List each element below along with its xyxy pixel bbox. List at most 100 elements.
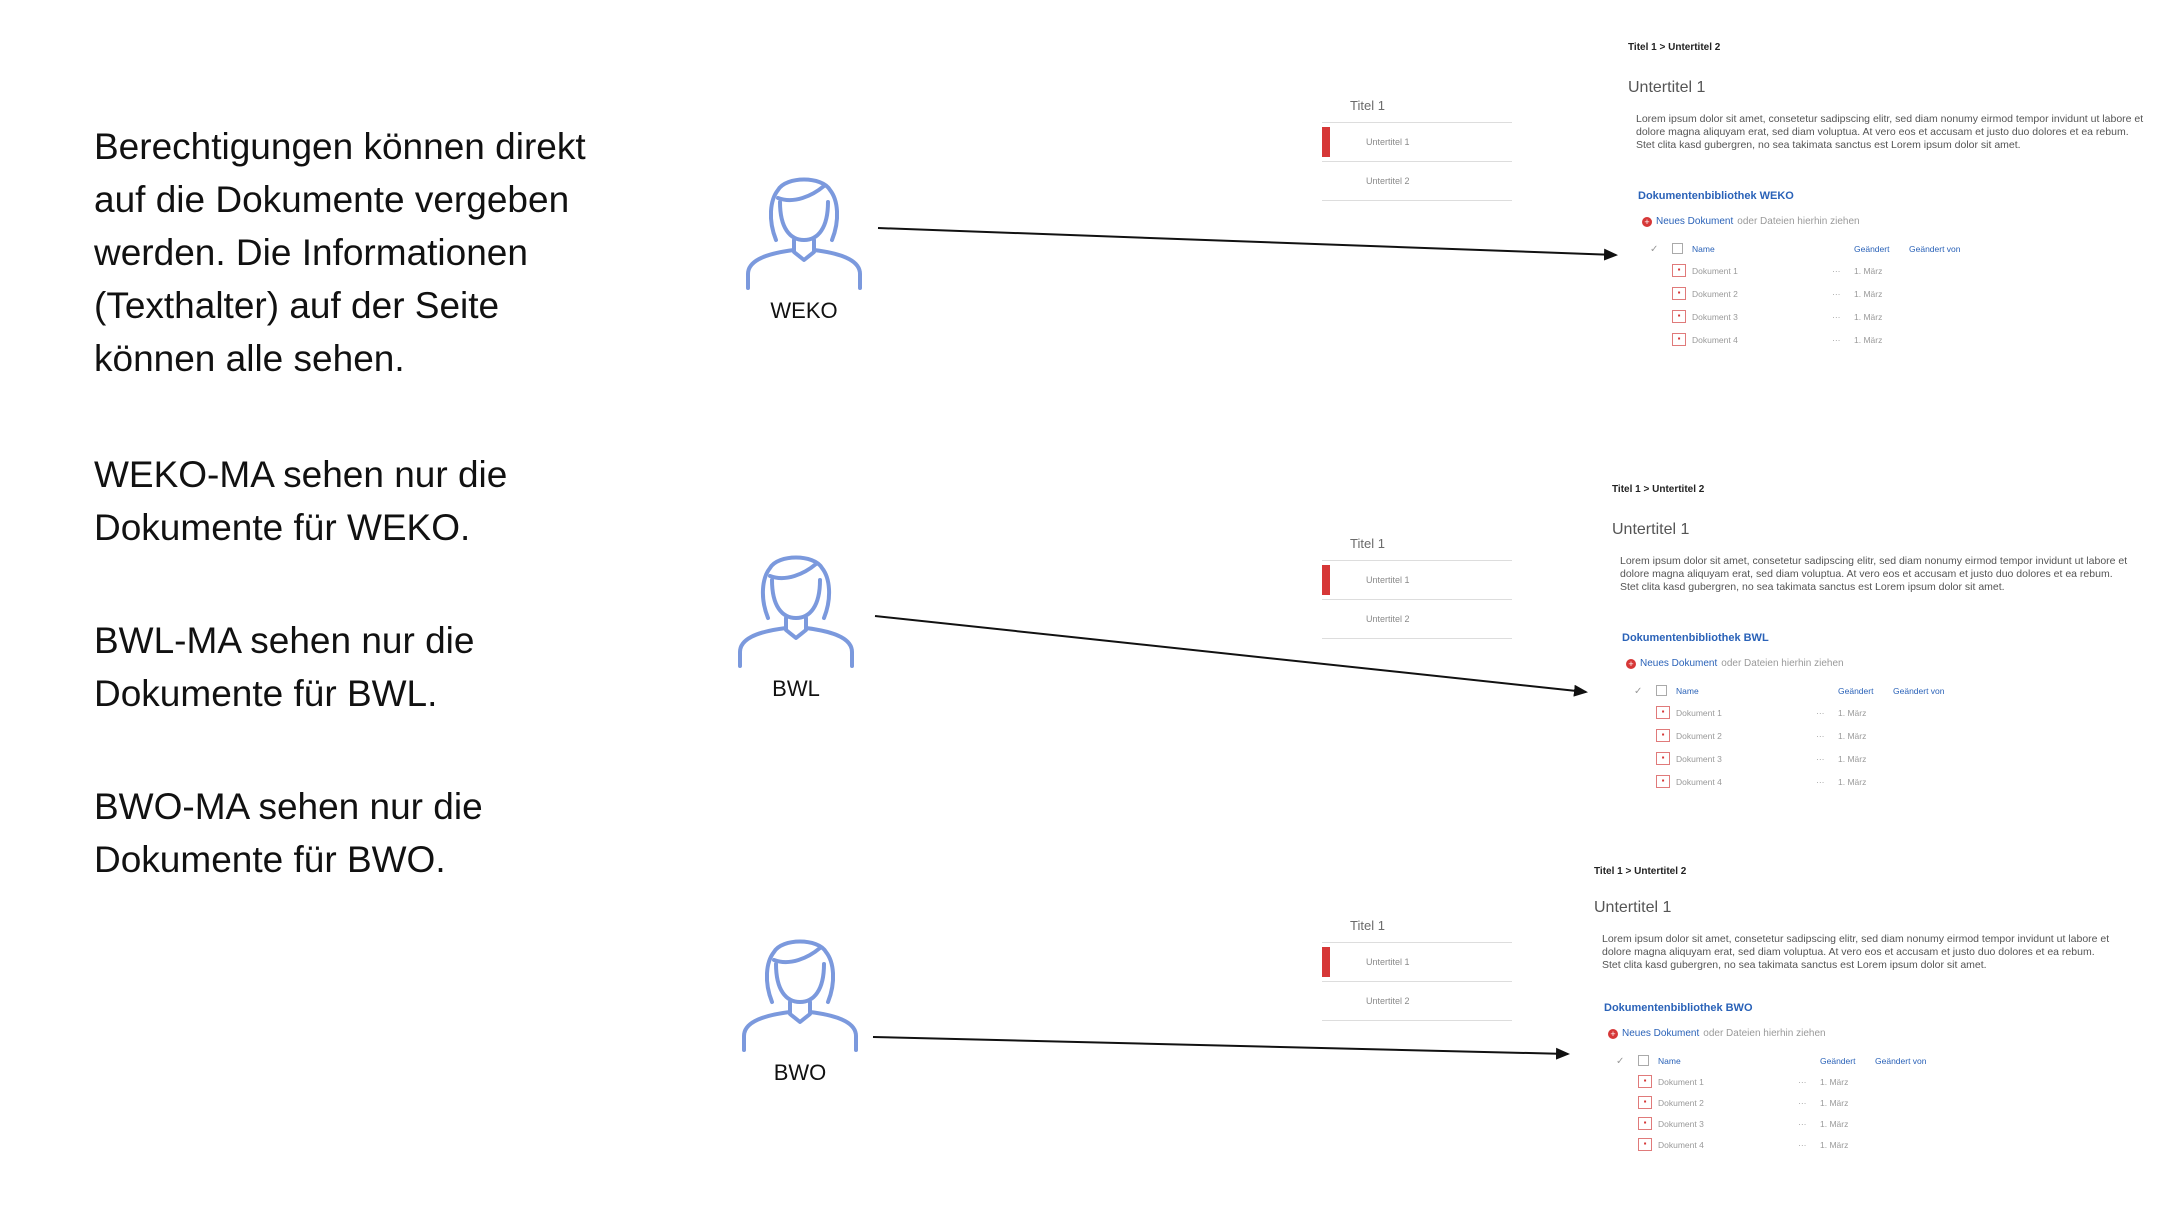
row-name[interactable]: Dokument 2	[1692, 288, 1738, 299]
document-icon: ▪	[1672, 333, 1686, 346]
more-icon[interactable]: ···	[1798, 1097, 1807, 1108]
table-row[interactable]: ▪ Dokument 4 ··· 1. März	[1634, 770, 1994, 793]
more-icon[interactable]: ···	[1816, 753, 1825, 764]
more-icon[interactable]: ···	[1798, 1118, 1807, 1129]
table-row[interactable]: ▪ Dokument 4 ··· 1. März	[1650, 328, 2010, 351]
column-modified-by[interactable]: Geändert von	[1875, 1056, 1927, 1066]
check-icon[interactable]: ✓	[1616, 1055, 1625, 1067]
row-name[interactable]: Dokument 4	[1692, 334, 1738, 345]
row-name[interactable]: Dokument 3	[1692, 311, 1738, 322]
row-date: 1. März	[1854, 334, 1883, 345]
nav-item[interactable]: Untertitel 2	[1322, 600, 1512, 639]
check-icon[interactable]: ✓	[1634, 685, 1643, 697]
new-document-link[interactable]: Neues Dokument	[1656, 216, 1734, 227]
new-document-link[interactable]: Neues Dokument	[1640, 658, 1718, 669]
column-modified[interactable]: Geändert	[1838, 686, 1874, 696]
plus-icon[interactable]: +	[1608, 1028, 1618, 1039]
nav-card-bwo: Titel 1 Untertitel 1 Untertitel 2	[1322, 918, 1512, 1021]
user-label: WEKO	[770, 298, 838, 323]
arrow-bwl	[874, 615, 1588, 697]
row-name[interactable]: Dokument 1	[1676, 707, 1722, 718]
document-icon: ▪	[1672, 287, 1686, 300]
table-row[interactable]: ▪ Dokument 3 ··· 1. März	[1650, 305, 2010, 328]
document-icon: ▪	[1656, 775, 1670, 788]
nav-item[interactable]: Untertitel 2	[1322, 982, 1512, 1021]
new-document-row: + Neues Dokument oder Dateien hierhin zi…	[1608, 1028, 2134, 1039]
nav-item[interactable]: Untertitel 1	[1322, 942, 1512, 982]
new-document-row: + Neues Dokument oder Dateien hierhin zi…	[1626, 658, 2152, 669]
row-name[interactable]: Dokument 1	[1692, 265, 1738, 276]
row-date: 1. März	[1820, 1139, 1849, 1150]
table-row[interactable]: ▪ Dokument 1 ··· 1. März	[1616, 1071, 1976, 1092]
row-date: 1. März	[1838, 707, 1867, 718]
nav-item[interactable]: Untertitel 1	[1322, 560, 1512, 600]
nav-item[interactable]: Untertitel 2	[1322, 162, 1512, 201]
more-icon[interactable]: ···	[1798, 1076, 1807, 1087]
document-table: ✓ Name Geändert Geändert von ▪ Dokument …	[1616, 1051, 1976, 1155]
table-row[interactable]: ▪ Dokument 3 ··· 1. März	[1634, 747, 1994, 770]
row-name[interactable]: Dokument 3	[1676, 753, 1722, 764]
row-name[interactable]: Dokument 4	[1676, 776, 1722, 787]
column-name[interactable]: Name	[1676, 686, 1699, 696]
user-weko: WEKO	[739, 170, 869, 324]
new-document-link[interactable]: Neues Dokument	[1622, 1028, 1700, 1039]
table-row[interactable]: ▪ Dokument 1 ··· 1. März	[1650, 259, 2010, 282]
table-row[interactable]: ▪ Dokument 2 ··· 1. März	[1616, 1092, 1976, 1113]
row-name[interactable]: Dokument 2	[1676, 730, 1722, 741]
column-name[interactable]: Name	[1692, 244, 1715, 254]
row-date: 1. März	[1838, 730, 1867, 741]
placeholder-text: Lorem ipsum dolor sit amet, consetetur s…	[1636, 113, 2144, 151]
document-table: ✓ Name Geändert Geändert von ▪ Dokument …	[1650, 239, 2010, 351]
page-subtitle: Untertitel 1	[1628, 79, 1706, 96]
row-name[interactable]: Dokument 4	[1658, 1139, 1704, 1150]
column-name[interactable]: Name	[1658, 1056, 1681, 1066]
more-icon[interactable]: ···	[1816, 730, 1825, 741]
new-document-hint: oder Dateien hierhin ziehen	[1703, 1028, 1826, 1039]
person-icon	[742, 939, 858, 1052]
new-document-hint: oder Dateien hierhin ziehen	[1721, 658, 1844, 669]
bwl-line: BWL-MA sehen nur die	[94, 620, 475, 661]
arrow-weko	[877, 227, 1618, 261]
plus-icon[interactable]: +	[1642, 216, 1652, 227]
table-row[interactable]: ▪ Dokument 2 ··· 1. März	[1650, 282, 2010, 305]
nav-title: Titel 1	[1350, 536, 1385, 551]
bwl-paragraph: BWL-MA sehen nur die Dokumente für BWL.	[94, 614, 694, 720]
document-icon: ▪	[1656, 752, 1670, 765]
bwo-line: Dokumente für BWO.	[94, 839, 446, 880]
plus-icon[interactable]: +	[1626, 658, 1636, 669]
row-name[interactable]: Dokument 3	[1658, 1118, 1704, 1129]
more-icon[interactable]: ···	[1832, 288, 1841, 299]
table-header: ✓ Name Geändert Geändert von	[1616, 1051, 1976, 1071]
weko-paragraph: WEKO-MA sehen nur die Dokumente für WEKO…	[94, 448, 694, 554]
table-row[interactable]: ▪ Dokument 3 ··· 1. März	[1616, 1113, 1976, 1134]
nav-item[interactable]: Untertitel 1	[1322, 122, 1512, 162]
arrow-bwo	[872, 1036, 1570, 1060]
breadcrumb: Titel 1 > Untertitel 2	[1628, 42, 1721, 53]
intro-line: auf die Dokumente vergeben	[94, 179, 570, 220]
document-icon: ▪	[1672, 310, 1686, 323]
column-modified-by[interactable]: Geändert von	[1909, 244, 1961, 254]
check-icon[interactable]: ✓	[1650, 243, 1659, 255]
intro-line: Berechtigungen können direkt	[94, 126, 586, 167]
row-name[interactable]: Dokument 1	[1658, 1076, 1704, 1087]
table-row[interactable]: ▪ Dokument 4 ··· 1. März	[1616, 1134, 1976, 1155]
row-date: 1. März	[1838, 753, 1867, 764]
weko-line: Dokumente für WEKO.	[94, 507, 471, 548]
row-name[interactable]: Dokument 2	[1658, 1097, 1704, 1108]
column-modified-by[interactable]: Geändert von	[1893, 686, 1945, 696]
more-icon[interactable]: ···	[1816, 776, 1825, 787]
column-modified[interactable]: Geändert	[1854, 244, 1890, 254]
more-icon[interactable]: ···	[1832, 265, 1841, 276]
document-icon: ▪	[1656, 729, 1670, 742]
more-icon[interactable]: ···	[1816, 707, 1825, 718]
more-icon[interactable]: ···	[1798, 1139, 1807, 1150]
page-mockup-weko: Titel 1 > Untertitel 2 Untertitel 1 Lore…	[1628, 42, 2162, 351]
more-icon[interactable]: ···	[1832, 334, 1841, 345]
person-icon	[746, 177, 862, 290]
table-row[interactable]: ▪ Dokument 2 ··· 1. März	[1634, 724, 1994, 747]
column-modified[interactable]: Geändert	[1820, 1056, 1856, 1066]
library-title: Dokumentenbibliothek BWL	[1622, 632, 1769, 644]
table-row[interactable]: ▪ Dokument 1 ··· 1. März	[1634, 701, 1994, 724]
more-icon[interactable]: ···	[1832, 311, 1841, 322]
